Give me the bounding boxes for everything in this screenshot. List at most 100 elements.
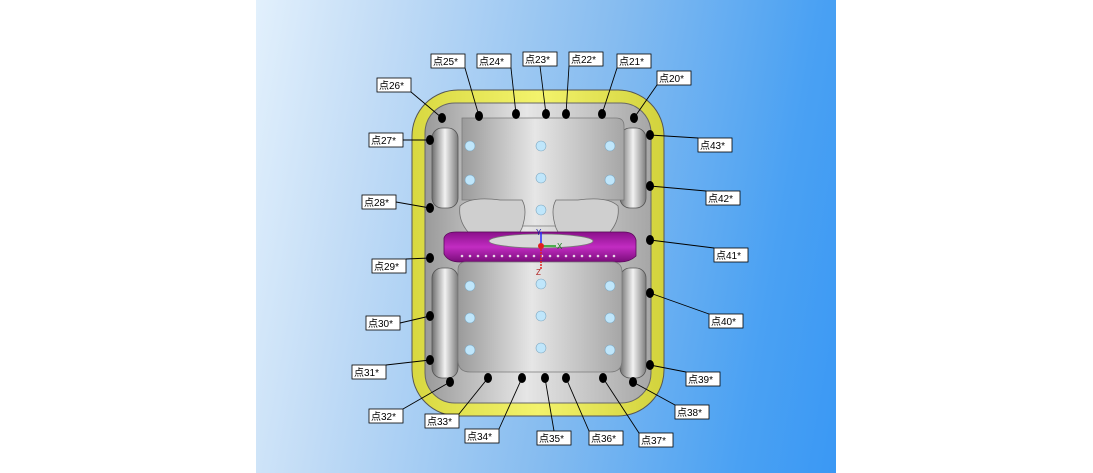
point-label-box xyxy=(351,364,387,380)
leader-line xyxy=(601,67,618,115)
band-hole xyxy=(500,254,504,258)
point-label-box xyxy=(464,428,500,444)
probe-point xyxy=(598,109,606,119)
leader-lines xyxy=(385,65,715,434)
probe-point xyxy=(426,253,434,263)
pillar-left-lower xyxy=(431,267,459,379)
probe-point xyxy=(646,130,654,140)
point-label-p23: 点23* xyxy=(525,54,550,66)
coordinate-triad: Y X Z xyxy=(536,228,563,277)
point-label-p27: 点27* xyxy=(371,135,396,147)
band-hole xyxy=(492,254,496,258)
point-label-box xyxy=(368,132,404,148)
band-hole xyxy=(484,254,488,258)
mounting-hole xyxy=(604,280,616,292)
point-label-p22: 点22* xyxy=(571,54,596,66)
probe-point xyxy=(518,373,526,383)
mounting-hole xyxy=(464,344,476,356)
band-hole xyxy=(460,254,464,258)
mounting-hole xyxy=(464,280,476,292)
point-label-p24: 点24* xyxy=(479,56,504,68)
point-label-p36: 点36* xyxy=(591,433,616,445)
point-labels: 点25*点24*点23*点22*点21*点20*点26*点27*点28*点29*… xyxy=(351,51,749,448)
leader-line xyxy=(632,381,676,406)
axis-x-label: X xyxy=(557,242,563,251)
point-label-p41: 点41* xyxy=(716,250,741,262)
mounting-hole xyxy=(535,172,547,184)
hole-pattern xyxy=(464,140,616,356)
probe-point xyxy=(646,235,654,245)
probe-point xyxy=(542,109,550,119)
band-hole xyxy=(588,254,592,258)
leader-line xyxy=(458,377,489,415)
point-label-p35: 点35* xyxy=(539,433,564,445)
point-label-p42: 点42* xyxy=(708,193,733,205)
point-label-box xyxy=(674,404,710,420)
probe-point xyxy=(562,109,570,119)
point-label-p31: 点31* xyxy=(354,367,379,379)
axis-y-label: Y xyxy=(536,228,542,237)
band-hole xyxy=(572,254,576,258)
point-label-box xyxy=(656,70,692,86)
point-label-p38: 点38* xyxy=(677,407,702,419)
leader-line xyxy=(544,377,555,432)
point-label-box xyxy=(376,77,412,93)
leader-line xyxy=(602,377,640,434)
band-hole xyxy=(524,254,528,258)
point-label-box xyxy=(638,432,674,448)
probe-point xyxy=(438,113,446,123)
probe-point xyxy=(475,111,483,121)
band-hole xyxy=(564,254,568,258)
leader-line xyxy=(405,257,431,260)
point-label-box xyxy=(708,313,744,329)
probe-point xyxy=(541,373,549,383)
leader-line xyxy=(464,67,480,117)
point-label-box xyxy=(705,190,741,206)
band-hole xyxy=(516,254,520,258)
pillar-left-upper xyxy=(431,127,459,209)
band-hole xyxy=(468,254,472,258)
mounting-hole xyxy=(464,140,476,152)
leader-line xyxy=(402,381,451,410)
point-label-box xyxy=(568,51,604,67)
mounting-hole xyxy=(535,140,547,152)
point-label-p30: 点30* xyxy=(368,318,393,330)
band-hole xyxy=(596,254,600,258)
point-label-p25: 点25* xyxy=(433,56,458,68)
probe-point xyxy=(426,311,434,321)
point-label-box xyxy=(713,247,749,263)
probe-point xyxy=(646,288,654,298)
band-hole xyxy=(604,254,608,258)
leader-line xyxy=(385,359,431,366)
probe-point xyxy=(629,377,637,387)
mounting-hole xyxy=(464,312,476,324)
probe-points xyxy=(426,109,654,387)
probe-point xyxy=(599,373,607,383)
point-label-p21: 点21* xyxy=(619,56,644,68)
point-label-p20: 点20* xyxy=(659,73,684,85)
point-label-p33: 点33* xyxy=(427,416,452,428)
point-label-box xyxy=(361,194,397,210)
band-hole xyxy=(532,254,536,258)
point-label-box xyxy=(588,430,624,446)
leader-line xyxy=(649,292,710,315)
point-label-box xyxy=(616,53,652,69)
leader-line xyxy=(633,84,658,119)
pillar-right-lower xyxy=(619,267,647,379)
mounting-hole xyxy=(535,278,547,290)
band-hole xyxy=(508,254,512,258)
center-bridge xyxy=(459,198,526,233)
point-label-p28: 点28* xyxy=(364,197,389,209)
point-label-p37: 点37* xyxy=(641,435,666,447)
leader-line xyxy=(565,377,590,432)
point-label-p26: 点26* xyxy=(379,80,404,92)
point-label-box xyxy=(522,51,558,67)
mounting-hole xyxy=(604,174,616,186)
band-hole xyxy=(612,254,616,258)
point-label-box xyxy=(424,413,460,429)
probe-point xyxy=(446,377,454,387)
band-hole xyxy=(548,254,552,258)
mounting-hole xyxy=(604,344,616,356)
leader-line xyxy=(649,239,715,249)
